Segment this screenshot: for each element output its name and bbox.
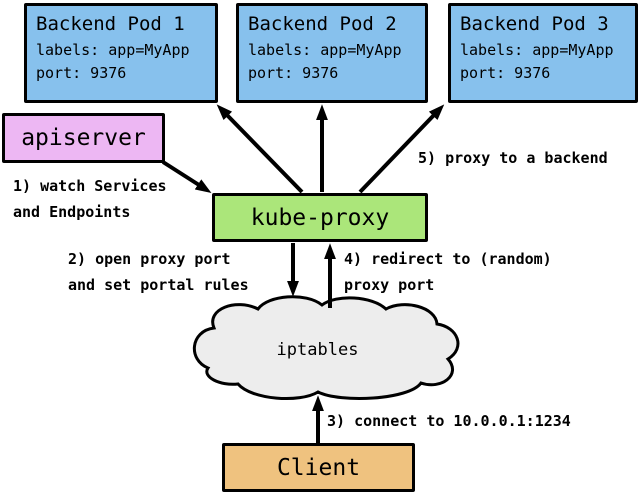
backend-pod-2-port: port: 9376 (248, 64, 339, 82)
iptables-label: iptables (276, 340, 359, 360)
backend-pod-3-labels: labels: app=MyApp (460, 41, 614, 59)
kube-proxy-box: kube-proxy (212, 193, 428, 242)
step2-annotation: 2) open proxy port and set portal rules (68, 250, 249, 294)
apiserver-box: apiserver (2, 113, 165, 163)
backend-pod-3-title: Backend Pod 3 (460, 13, 609, 35)
backend-pod-1-box: Backend Pod 1 labels: app=MyApp port: 93… (24, 3, 218, 103)
backend-pod-1-title: Backend Pod 1 (36, 13, 185, 35)
backend-pod-2-title: Backend Pod 2 (248, 13, 397, 35)
arrow-kubeproxy-to-pod3 (358, 104, 445, 194)
backend-pod-1-labels: labels: app=MyApp (36, 41, 190, 59)
kube-proxy-label: kube-proxy (250, 204, 390, 231)
backend-pod-3-port: port: 9376 (460, 64, 551, 82)
step3-annotation: 3) connect to 10.0.0.1:1234 (327, 412, 571, 430)
client-label: Client (276, 454, 361, 481)
client-box: Client (222, 443, 415, 492)
backend-pod-2-box: Backend Pod 2 labels: app=MyApp port: 93… (236, 3, 428, 103)
step1-annotation: 1) watch Services and Endpoints (13, 177, 167, 221)
arrow-kubeproxy-to-pod1 (216, 104, 304, 194)
apiserver-label: apiserver (21, 125, 146, 151)
step5-annotation: 5) proxy to a backend (418, 149, 608, 167)
backend-pod-3-box: Backend Pod 3 labels: app=MyApp port: 93… (448, 3, 638, 103)
backend-pod-2-labels: labels: app=MyApp (248, 41, 402, 59)
iptables-cloud (192, 295, 460, 401)
step4-annotation: 4) redirect to (random) proxy port (344, 250, 552, 294)
arrow-apiserver-to-kubeproxy (161, 160, 212, 193)
backend-pod-1-port: port: 9376 (36, 64, 127, 82)
